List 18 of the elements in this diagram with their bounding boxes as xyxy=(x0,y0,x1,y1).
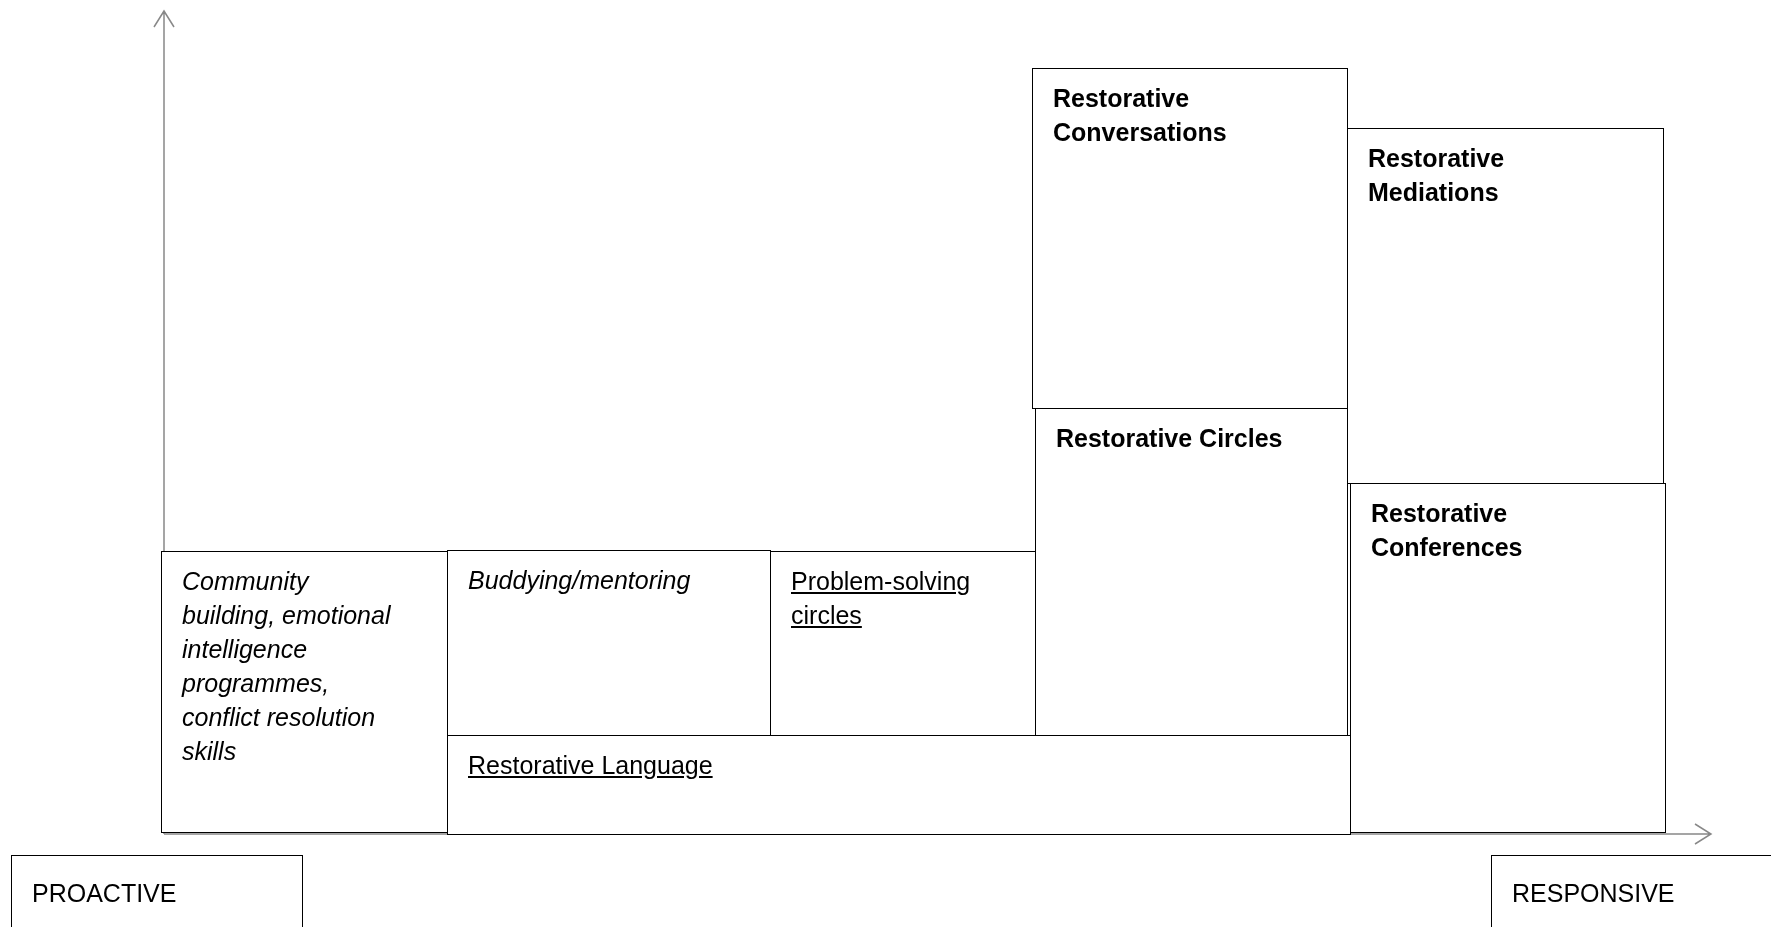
text-box xyxy=(1491,855,1771,927)
text-box xyxy=(161,551,448,833)
text-box xyxy=(447,735,1351,835)
box-label: Problem-solving circles xyxy=(791,566,972,631)
box-label: PROACTIVE xyxy=(32,878,177,909)
text-box xyxy=(1032,68,1348,409)
box-label: Restorative Conversations xyxy=(1053,83,1228,148)
text-box xyxy=(1347,128,1664,484)
box-label: Restorative Circles xyxy=(1056,423,1283,454)
text-box xyxy=(1035,408,1348,736)
text-box xyxy=(1350,483,1666,833)
box-label: Restorative Conferences xyxy=(1371,498,1524,563)
box-label: Community building, emotional intelligence programmes, conflict resolution skills xyxy=(182,566,392,767)
box-label: Restorative Language xyxy=(468,750,713,781)
box-label: Buddying/mentoring xyxy=(468,565,691,596)
box-label: Restorative Mediations xyxy=(1368,143,1506,208)
box-label: RESPONSIVE xyxy=(1512,878,1675,909)
text-box xyxy=(11,855,303,927)
